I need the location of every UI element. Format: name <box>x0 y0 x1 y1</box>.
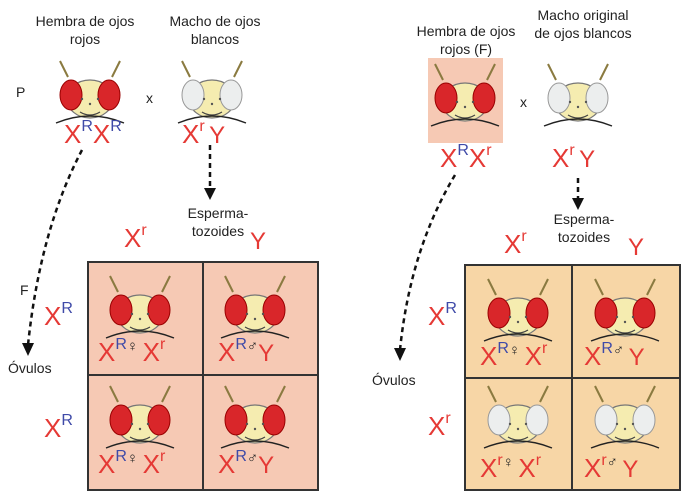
right-cell1-genotype: XR♀ Xr <box>480 340 548 371</box>
left-female-genotype: XRXR <box>64 118 122 149</box>
left-generation-p: P <box>16 84 26 100</box>
left-male-title: Macho de ojos blancos <box>169 13 261 47</box>
left-generation-f: F <box>20 282 29 298</box>
right-male-genotype: Xr Y <box>552 142 596 173</box>
right-cell3-genotype: Xr♀ Xr <box>480 452 542 483</box>
right-sperm-xr: Xr <box>504 228 527 259</box>
right-cross-symbol: x <box>520 94 527 110</box>
right-egg-arrow <box>398 174 457 351</box>
right-female-genotype: XRXr <box>440 142 492 173</box>
left-cell2-genotype: XR♂Y <box>218 336 275 367</box>
right-sperm-label: Esperma-tozoides <box>553 211 615 245</box>
left-cross-symbol: x <box>146 90 153 106</box>
right-eggs-label: Óvulos <box>372 372 416 388</box>
left-parent-male-fly <box>177 60 247 124</box>
left-egg-arrow <box>26 149 84 346</box>
right-sperm-y: Y <box>628 234 645 261</box>
left-parent-female-fly <box>55 60 125 124</box>
left-sperm-y: Y <box>250 228 267 255</box>
left-cell3-genotype: XR♀ Xr <box>98 448 166 479</box>
left-cell1-genotype: XR♀ Xr <box>98 336 166 367</box>
left-egg-xr-bottom: XR <box>44 412 73 443</box>
left-eggs-label: Óvulos <box>8 360 52 376</box>
right-egg-xr-bottom: Xr <box>428 410 451 441</box>
left-male-genotype: Xr Y <box>182 118 226 149</box>
right-parent-male-fly <box>543 63 613 127</box>
right-male-title: Macho original de ojos blancos <box>534 7 632 41</box>
left-female-title: Hembra de ojos rojos <box>35 13 135 47</box>
left-egg-xr-top: XR <box>44 300 73 331</box>
right-female-title: Hembra de ojos rojos (F) <box>416 23 516 57</box>
left-sperm-xr: Xr <box>124 222 147 253</box>
right-cell4-genotype: Xr♂ Y <box>584 452 639 483</box>
left-cell4-genotype: XR♂Y <box>218 448 275 479</box>
left-sperm-label: Esperma-tozoides <box>187 205 249 239</box>
right-cell2-genotype: XR♂ Y <box>584 340 645 371</box>
right-egg-xr-top: XR <box>428 300 457 331</box>
